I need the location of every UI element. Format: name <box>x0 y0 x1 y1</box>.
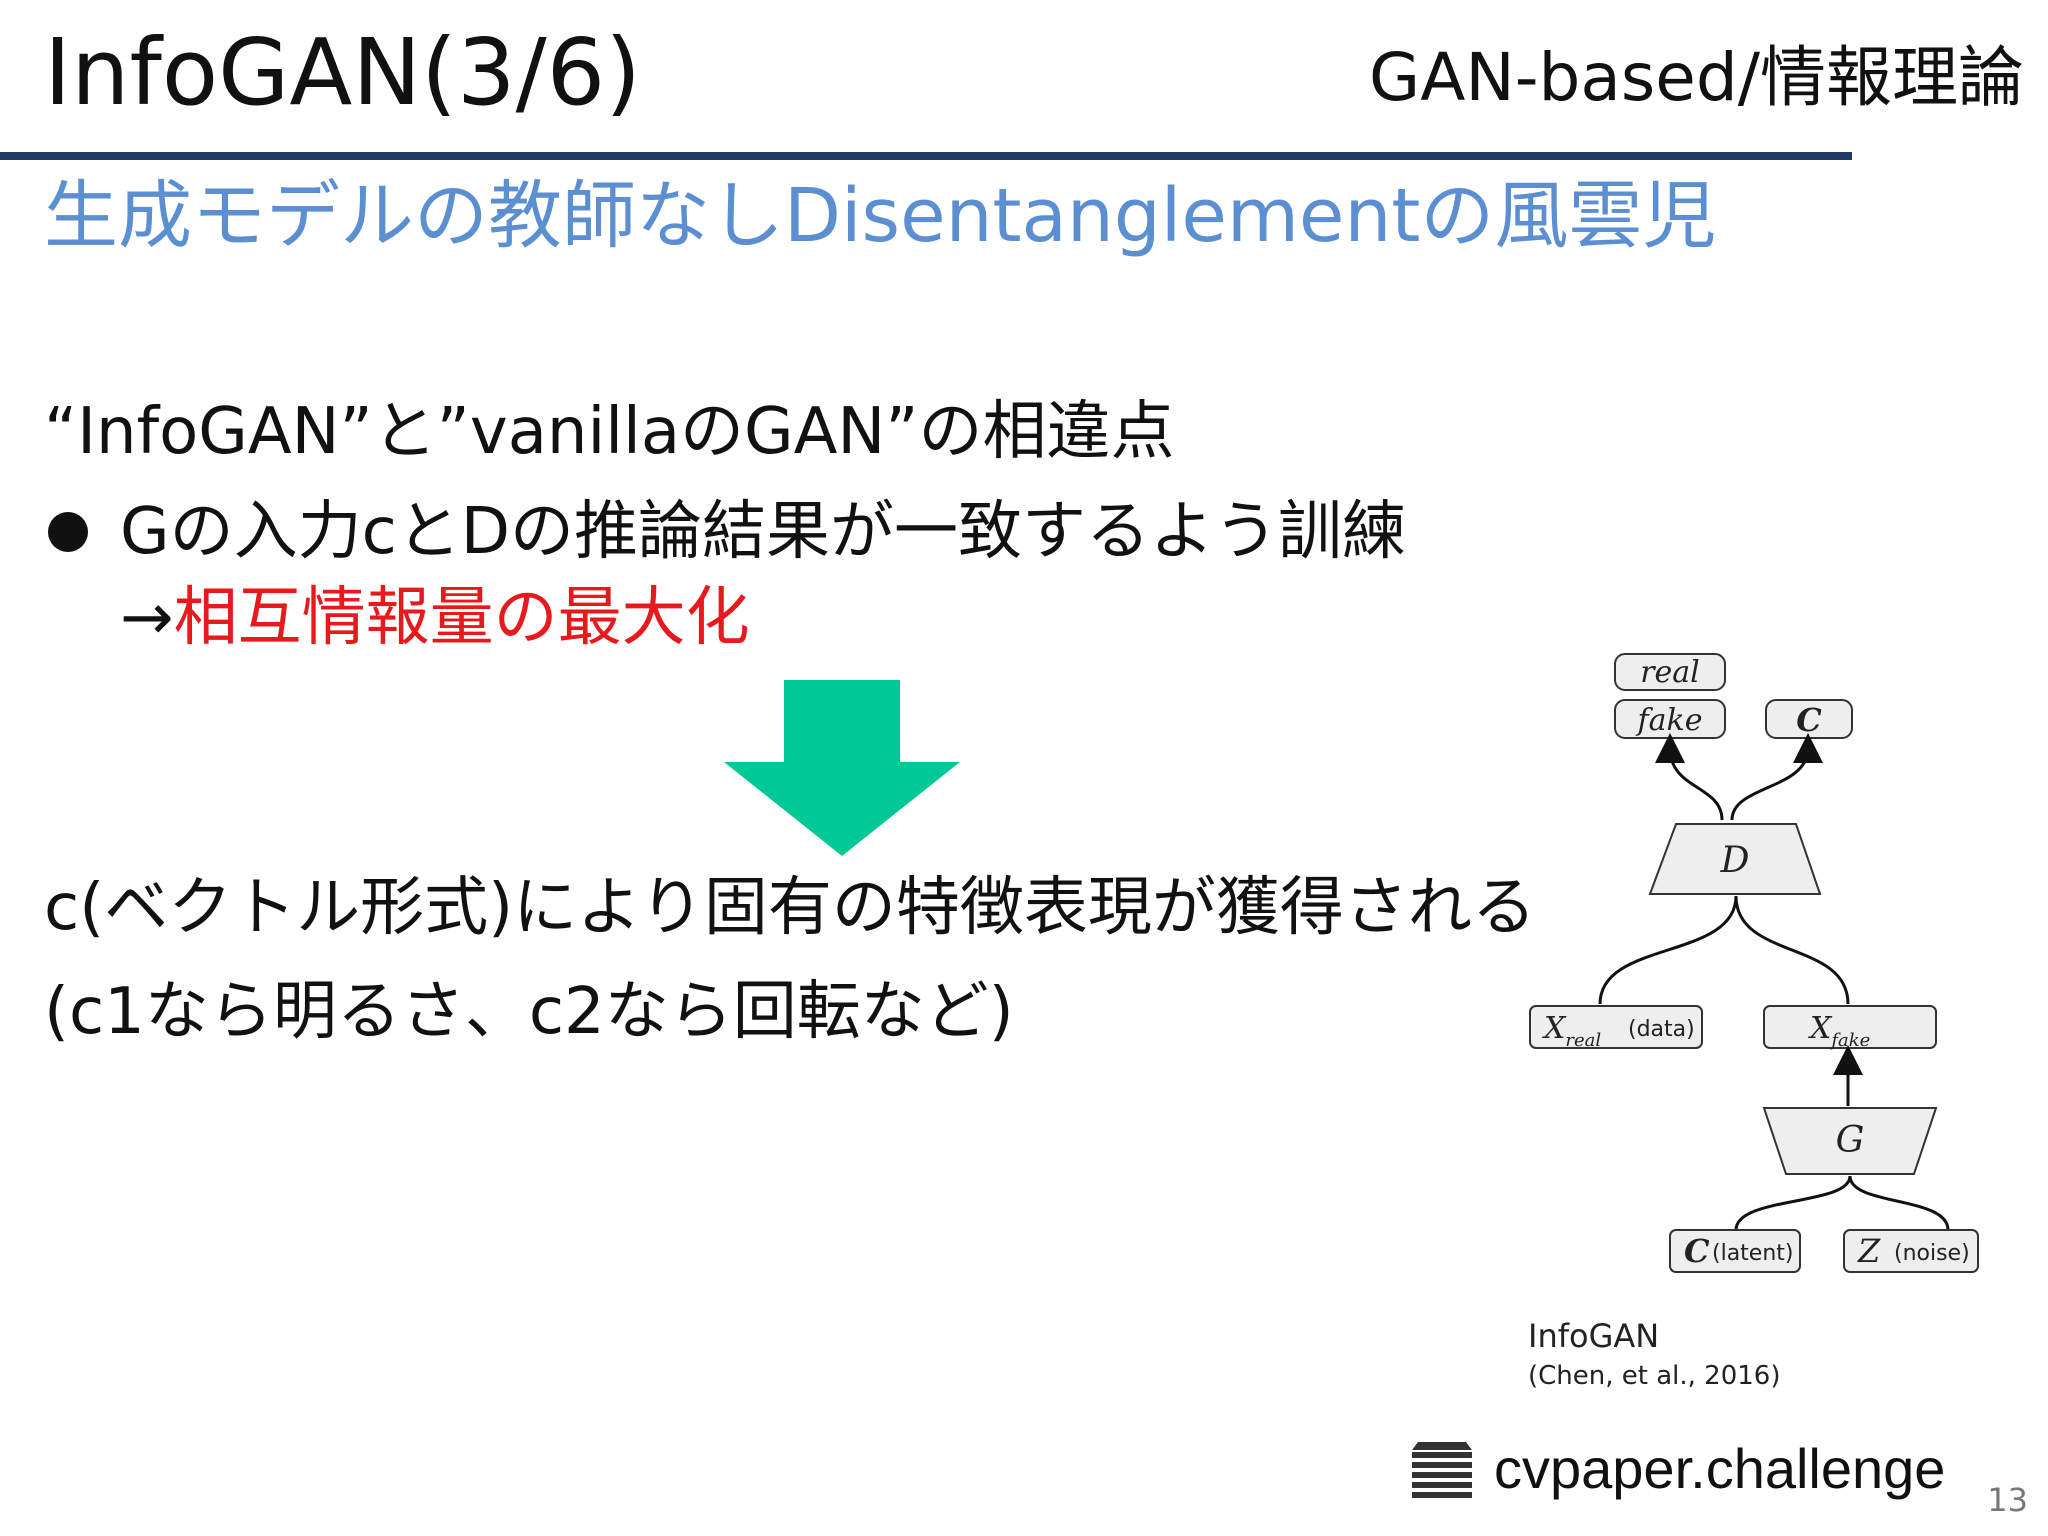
x-fake-subscript: fake <box>1829 1030 1870 1051</box>
real-label: real <box>1640 655 1700 690</box>
link-c-to-g <box>1734 1175 1852 1231</box>
c-latent-note: (latent) <box>1712 1241 1794 1266</box>
conclusion-text: c(ベクトル形式)により固有の特徴表現が獲得される <box>44 871 1536 945</box>
x-real-symbol: X <box>1542 1011 1567 1046</box>
link-xfake-to-d <box>1734 895 1850 1005</box>
z-noise-note: (noise) <box>1894 1241 1970 1266</box>
figure-caption-title: InfoGAN <box>1528 1317 1660 1355</box>
z-noise-symbol: Z <box>1857 1232 1881 1270</box>
bullet-text: Gの入力cとDの推論結果が一致するよう訓練 <box>120 495 1407 569</box>
x-real-label: Xreal <box>1542 1011 1601 1051</box>
arrow-d-to-c <box>1730 733 1823 821</box>
bullet-icon <box>48 512 88 552</box>
title-divider <box>0 152 1852 160</box>
comparison-heading: “InfoGAN”と”vanillaのGAN”の相違点 <box>44 395 1175 469</box>
x-real-subscript: real <box>1565 1030 1601 1051</box>
slide-title: InfoGAN(3/6) <box>44 19 642 126</box>
x-fake-symbol: X <box>1808 1011 1833 1046</box>
infogan-diagram: real fake C D Xreal (data) Xfake G C (la… <box>1529 653 1979 1273</box>
cvpaper-logo-icon <box>1412 1442 1472 1498</box>
generator-label: G <box>1836 1120 1865 1161</box>
generator-block <box>1762 1107 1938 1175</box>
down-arrow-icon <box>724 680 960 856</box>
result-line: →相互情報量の最大化 <box>120 576 750 660</box>
c-latent-symbol: C <box>1684 1232 1710 1270</box>
fake-label: fake <box>1636 703 1703 738</box>
conclusion-example: (c1なら明るさ、c2なら回転など) <box>44 975 1014 1049</box>
x-real-note: (data) <box>1628 1017 1695 1042</box>
z-noise-box <box>1843 1229 1979 1273</box>
real-box <box>1614 653 1726 691</box>
slide-subtitle: 生成モデルの教師なしDisentanglementの風雲児 <box>44 173 1717 259</box>
c-latent-box <box>1669 1229 1801 1273</box>
x-real-box <box>1529 1005 1703 1049</box>
brand-name: cvpaper.challenge <box>1494 1437 1946 1500</box>
c-output-label: C <box>1796 701 1822 739</box>
slide-category: GAN-based/情報理論 <box>1369 39 2024 116</box>
discriminator-block <box>1648 823 1822 895</box>
arrow-d-to-realfake <box>1655 733 1724 821</box>
link-xreal-to-d <box>1598 895 1738 1005</box>
discriminator-label: D <box>1720 840 1750 881</box>
page-number: 13 <box>1987 1481 2028 1519</box>
link-z-to-g <box>1848 1175 1950 1231</box>
result-highlight: 相互情報量の最大化 <box>173 581 750 655</box>
figure-caption-citation: (Chen, et al., 2016) <box>1528 1361 1781 1391</box>
right-arrow-icon: → <box>120 581 174 655</box>
